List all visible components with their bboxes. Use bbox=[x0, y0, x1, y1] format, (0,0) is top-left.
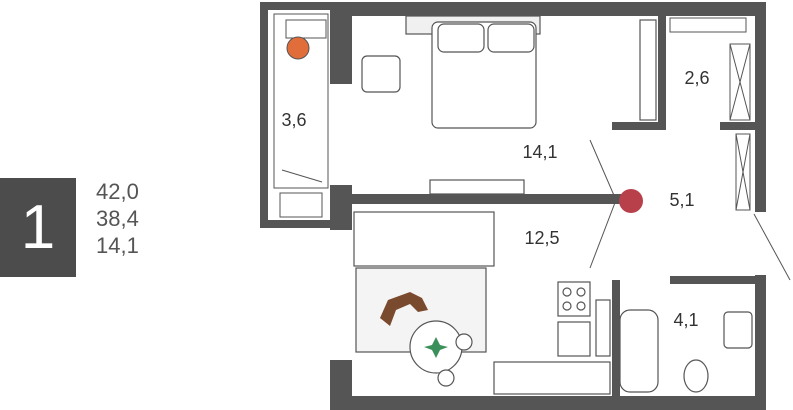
entrance-door bbox=[753, 213, 791, 281]
stove bbox=[557, 281, 591, 317]
bedroom-area-label: 14,1 bbox=[522, 142, 557, 162]
bathroom-area-label: 4,1 bbox=[673, 310, 698, 330]
toilet bbox=[683, 359, 709, 393]
bathtub bbox=[619, 309, 659, 393]
washing-machine bbox=[595, 299, 611, 357]
living-area: 38,4 bbox=[96, 206, 139, 231]
kitchen-sink bbox=[557, 321, 591, 357]
pillow-left bbox=[437, 23, 485, 53]
kitchen-sofa bbox=[353, 211, 495, 267]
hall-room bbox=[589, 133, 791, 281]
stove-burner-2 bbox=[576, 287, 586, 297]
stove-burner-3 bbox=[562, 301, 572, 311]
outer-wall-right-top bbox=[755, 2, 766, 212]
area-stats: 42,0 38,4 14,1 bbox=[96, 178, 139, 259]
partition-hall-top bbox=[612, 122, 666, 130]
bathroom-sink bbox=[723, 311, 753, 349]
balcony-sofa bbox=[279, 192, 323, 218]
hall-closet-cross bbox=[735, 133, 751, 211]
wardrobe-closet bbox=[729, 43, 751, 121]
outer-wall-left-bottom bbox=[330, 360, 352, 410]
bathroom-fixtures bbox=[595, 299, 753, 393]
rooms-count-badge: 1 bbox=[0, 178, 76, 277]
hall-door-swing bbox=[589, 139, 617, 269]
hall-lamp-icon bbox=[619, 189, 643, 213]
outer-wall-top bbox=[330, 2, 766, 16]
stove-burner-4 bbox=[576, 301, 586, 311]
room-area: 14,1 bbox=[96, 233, 139, 258]
partition-bath-top bbox=[670, 276, 760, 284]
kitchen-counter bbox=[493, 361, 611, 395]
balcony-wall-top bbox=[260, 2, 330, 10]
balcony-door-swing bbox=[281, 169, 323, 183]
dining-chair-right bbox=[455, 333, 473, 351]
pillow-right bbox=[487, 23, 535, 53]
balcony-inner-frame bbox=[273, 13, 329, 189]
balcony-lamp-icon bbox=[286, 36, 310, 60]
hall-closet bbox=[735, 133, 751, 211]
stove-burner-1 bbox=[562, 287, 572, 297]
outer-wall-left-lower bbox=[330, 185, 352, 230]
partition-wardrobe-left bbox=[658, 16, 666, 126]
hall-area-label: 5,1 bbox=[669, 190, 694, 210]
balcony-room bbox=[273, 13, 329, 218]
wardrobe-closet-cross bbox=[729, 43, 751, 121]
balcony-area-label: 3,6 bbox=[281, 110, 306, 130]
wardrobe-top-unit bbox=[669, 17, 747, 33]
dining-chair-bottom bbox=[437, 369, 455, 387]
bedroom-chair-icon bbox=[361, 55, 401, 93]
wardrobe-room bbox=[669, 17, 751, 121]
outer-wall-bottom bbox=[330, 396, 766, 410]
dog-figure-icon bbox=[380, 292, 428, 326]
partition-bath-left bbox=[612, 280, 620, 396]
kitchen-area-label: 12,5 bbox=[524, 228, 559, 248]
balcony-wall-bottom bbox=[260, 220, 330, 228]
partition-bed-kitchen bbox=[352, 194, 622, 204]
outer-wall-left bbox=[330, 2, 352, 84]
wardrobe-shelf bbox=[639, 19, 657, 121]
wardrobe-area-label: 2,6 bbox=[684, 68, 709, 88]
plant-icon bbox=[424, 337, 448, 358]
kitchen-furniture bbox=[353, 211, 611, 395]
walls bbox=[260, 2, 766, 410]
apartment-summary: 1 42,0 38,4 14,1 bbox=[0, 178, 200, 278]
total-area: 42,0 bbox=[96, 179, 139, 204]
floor-plan: 3,6 14,1 2,6 5,1 bbox=[260, 2, 791, 410]
bedroom-tv-stand bbox=[429, 179, 525, 195]
outer-wall-right-bottom bbox=[755, 275, 766, 410]
bedroom-furniture bbox=[361, 15, 657, 195]
balcony-wall-left bbox=[260, 2, 268, 226]
balcony-table bbox=[285, 19, 327, 39]
partition-wardrobe-bottom bbox=[720, 122, 760, 130]
